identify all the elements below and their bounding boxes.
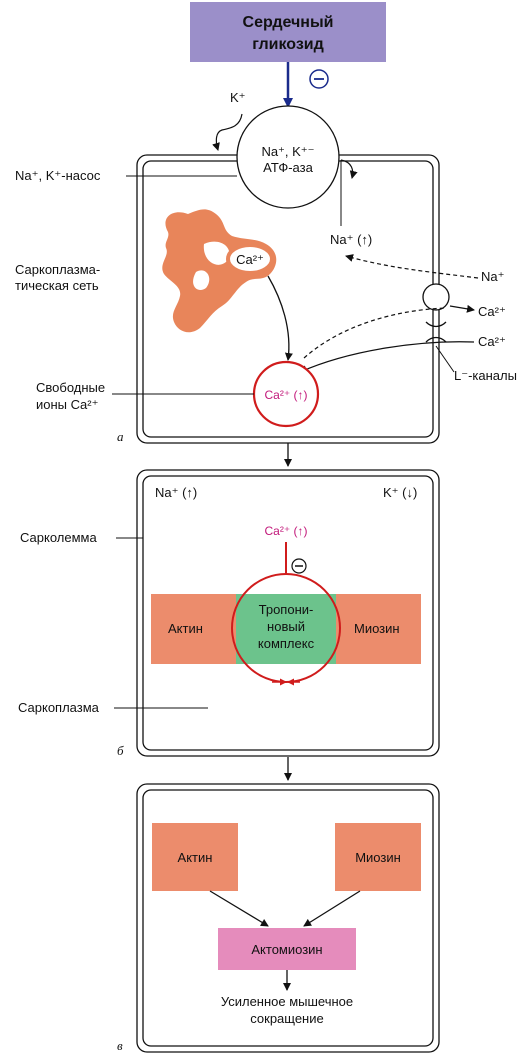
actin-to-actomyosin-arrow (210, 891, 268, 926)
na-out-curl-arrow (341, 160, 353, 178)
sarcoplasm-label: Саркоплазма (18, 700, 100, 715)
troponin-label-line1: Тропони- (259, 602, 314, 617)
na-top-label: Na⁺ (↑) (155, 485, 197, 500)
actomyosin-label: Актомиозин (251, 942, 322, 957)
inhibit-symbol-top (310, 70, 328, 88)
myosin-label-b: Миозин (354, 621, 400, 636)
panel-b: Na⁺ (↑) K⁺ (↓) Сарколемма Ca²⁺ (↑) Актин… (18, 470, 439, 758)
l-channel-top (426, 322, 446, 327)
actin-label-b: Актин (168, 621, 203, 636)
ca-top-label: Ca²⁺ (↑) (265, 524, 308, 538)
free-calcium-label: Ca²⁺ (↑) (265, 388, 308, 402)
myosin-label-c: Миозин (355, 850, 401, 865)
panel-a-letter: а (117, 429, 124, 444)
free-ions-label-line1: Свободные (36, 380, 105, 395)
ca-influx-arrow (300, 342, 474, 372)
panel-a: Na⁺, K⁺⁻ АТФ-аза K⁺ Na⁺ (↑) Na⁺, K⁺-насо… (15, 90, 517, 444)
na-right-label: Na⁺ (481, 269, 504, 284)
myosin-to-actomyosin-arrow (304, 891, 360, 926)
sr-label-line1: Саркоплазма- (15, 262, 100, 277)
glycoside-title-line1: Сердечный (243, 14, 334, 31)
panel-c-letter: в (117, 1038, 123, 1053)
actin-label-c: Актин (178, 850, 213, 865)
na-increase-label: Na⁺ (↑) (330, 232, 372, 247)
l-channels-label: L⁻-каналы (454, 368, 517, 383)
sr-label-line2: тическая сеть (15, 278, 99, 293)
glycoside-box-bg (190, 2, 386, 62)
troponin-label-line2: новый (267, 619, 305, 634)
ca-efflux-arrow (450, 306, 474, 310)
glycoside-title-line2: гликозид (252, 36, 324, 53)
na-ca-exchanger (423, 284, 449, 310)
sr-calcium-label: Ca²⁺ (236, 252, 264, 267)
k-ion-label: K⁺ (230, 90, 246, 105)
sr-calcium-release-arrow (268, 276, 289, 360)
ca-exchange-dashed-line (304, 308, 446, 358)
result-label-line2: сокращение (250, 1011, 323, 1026)
k-top-label: K⁺ (↓) (383, 485, 417, 500)
result-label-line1: Усиленное мышечное (221, 994, 353, 1009)
panel-b-letter: б (117, 743, 124, 758)
sarcolemma-label: Сарколемма (20, 530, 97, 545)
cardiac-glycoside-box: Сердечный гликозид (190, 2, 386, 62)
pump-label-line1: Na⁺, K⁺⁻ (261, 144, 314, 159)
inhibit-symbol-b (292, 559, 306, 573)
pump-label-line2: АТФ-аза (263, 160, 313, 175)
pump-name-label: Na⁺, K⁺-насос (15, 168, 101, 183)
na-influx-arrow (346, 256, 478, 278)
troponin-label-line3: комплекс (258, 636, 315, 651)
ca-right-label-1: Ca²⁺ (478, 304, 506, 319)
free-ions-label-line2: ионы Ca²⁺ (36, 397, 98, 412)
l-channel-bottom (426, 338, 446, 343)
panel-c: Актин Миозин Актомиозин Усиленное мышечн… (117, 784, 439, 1053)
ca-right-label-2: Ca²⁺ (478, 334, 506, 349)
